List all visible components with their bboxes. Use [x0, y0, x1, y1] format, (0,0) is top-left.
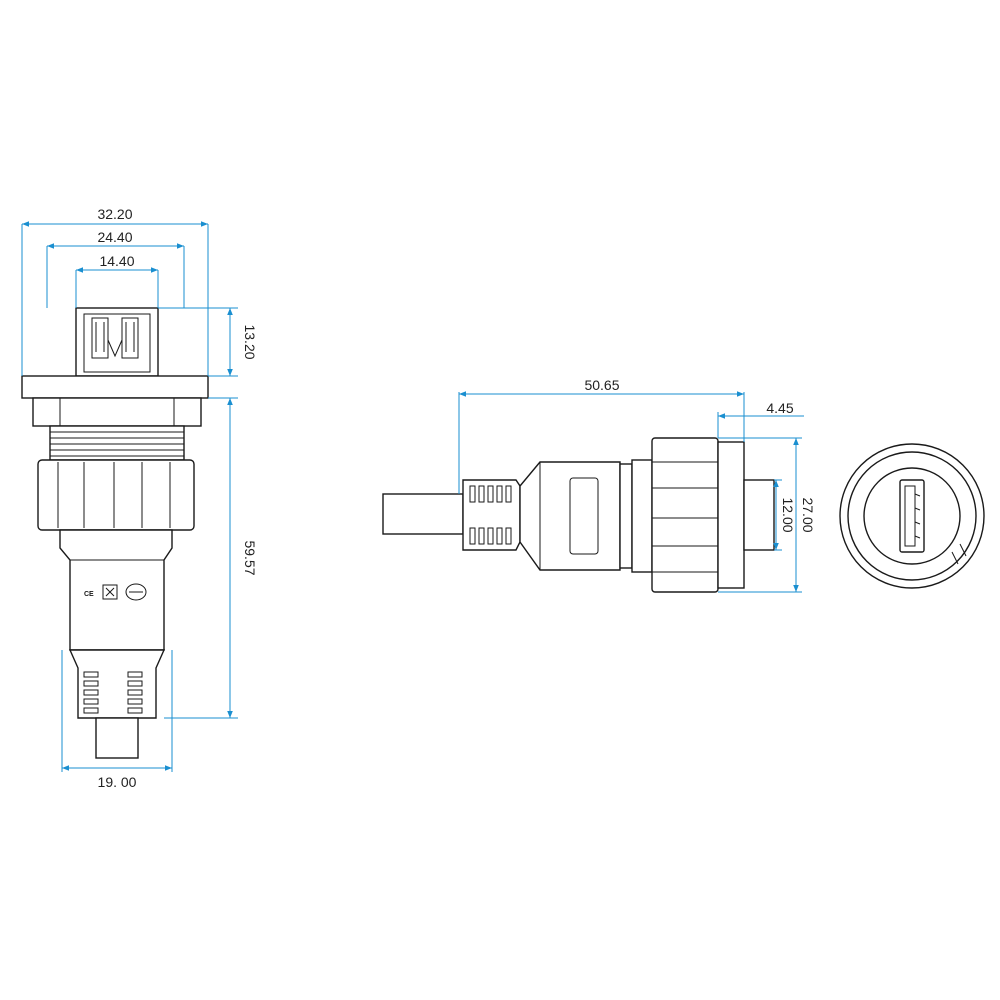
front-dimension-labels: 32.20 24.40 14.40 13.20 59.57 19. 00 [97, 206, 258, 790]
flange-plate [21, 375, 209, 399]
dim-24-40: 24.40 [97, 229, 132, 245]
end-view [839, 443, 985, 589]
hex-body [32, 397, 202, 427]
side-dimensions [458, 391, 804, 593]
connector-body: CE [59, 529, 173, 651]
bin-mark-icon [102, 584, 118, 600]
side-body [519, 459, 653, 573]
strain-relief [68, 649, 166, 719]
dim-32-20: 32.20 [97, 206, 132, 222]
rohs-mark-icon [125, 583, 147, 601]
usb-socket-top [75, 307, 159, 377]
ce-mark-icon: CE [84, 591, 94, 598]
dim-4-45: 4.45 [766, 400, 793, 416]
dim-12-00: 12.00 [780, 497, 796, 532]
side-socket [743, 479, 775, 551]
usb-a-port-icon [899, 479, 925, 553]
front-view: CE [21, 307, 209, 759]
dim-19-00: 19. 00 [98, 774, 137, 790]
knurled-nut [37, 459, 195, 531]
cable [95, 717, 139, 759]
side-cable [382, 493, 464, 535]
side-knurled-nut [651, 437, 719, 593]
dim-13-20: 13.20 [242, 324, 258, 359]
front-dimensions [21, 221, 238, 772]
dim-59-57: 59.57 [242, 540, 258, 575]
side-label-window [569, 477, 599, 555]
dim-14-40: 14.40 [99, 253, 134, 269]
side-strain-relief [462, 479, 521, 551]
side-flange [717, 441, 745, 589]
side-dimension-labels: 50.65 4.45 12.00 27.00 [584, 377, 816, 533]
side-view [382, 437, 775, 593]
thread-section [49, 425, 185, 461]
dim-50-65: 50.65 [584, 377, 619, 393]
dim-27-00: 27.00 [800, 497, 816, 532]
